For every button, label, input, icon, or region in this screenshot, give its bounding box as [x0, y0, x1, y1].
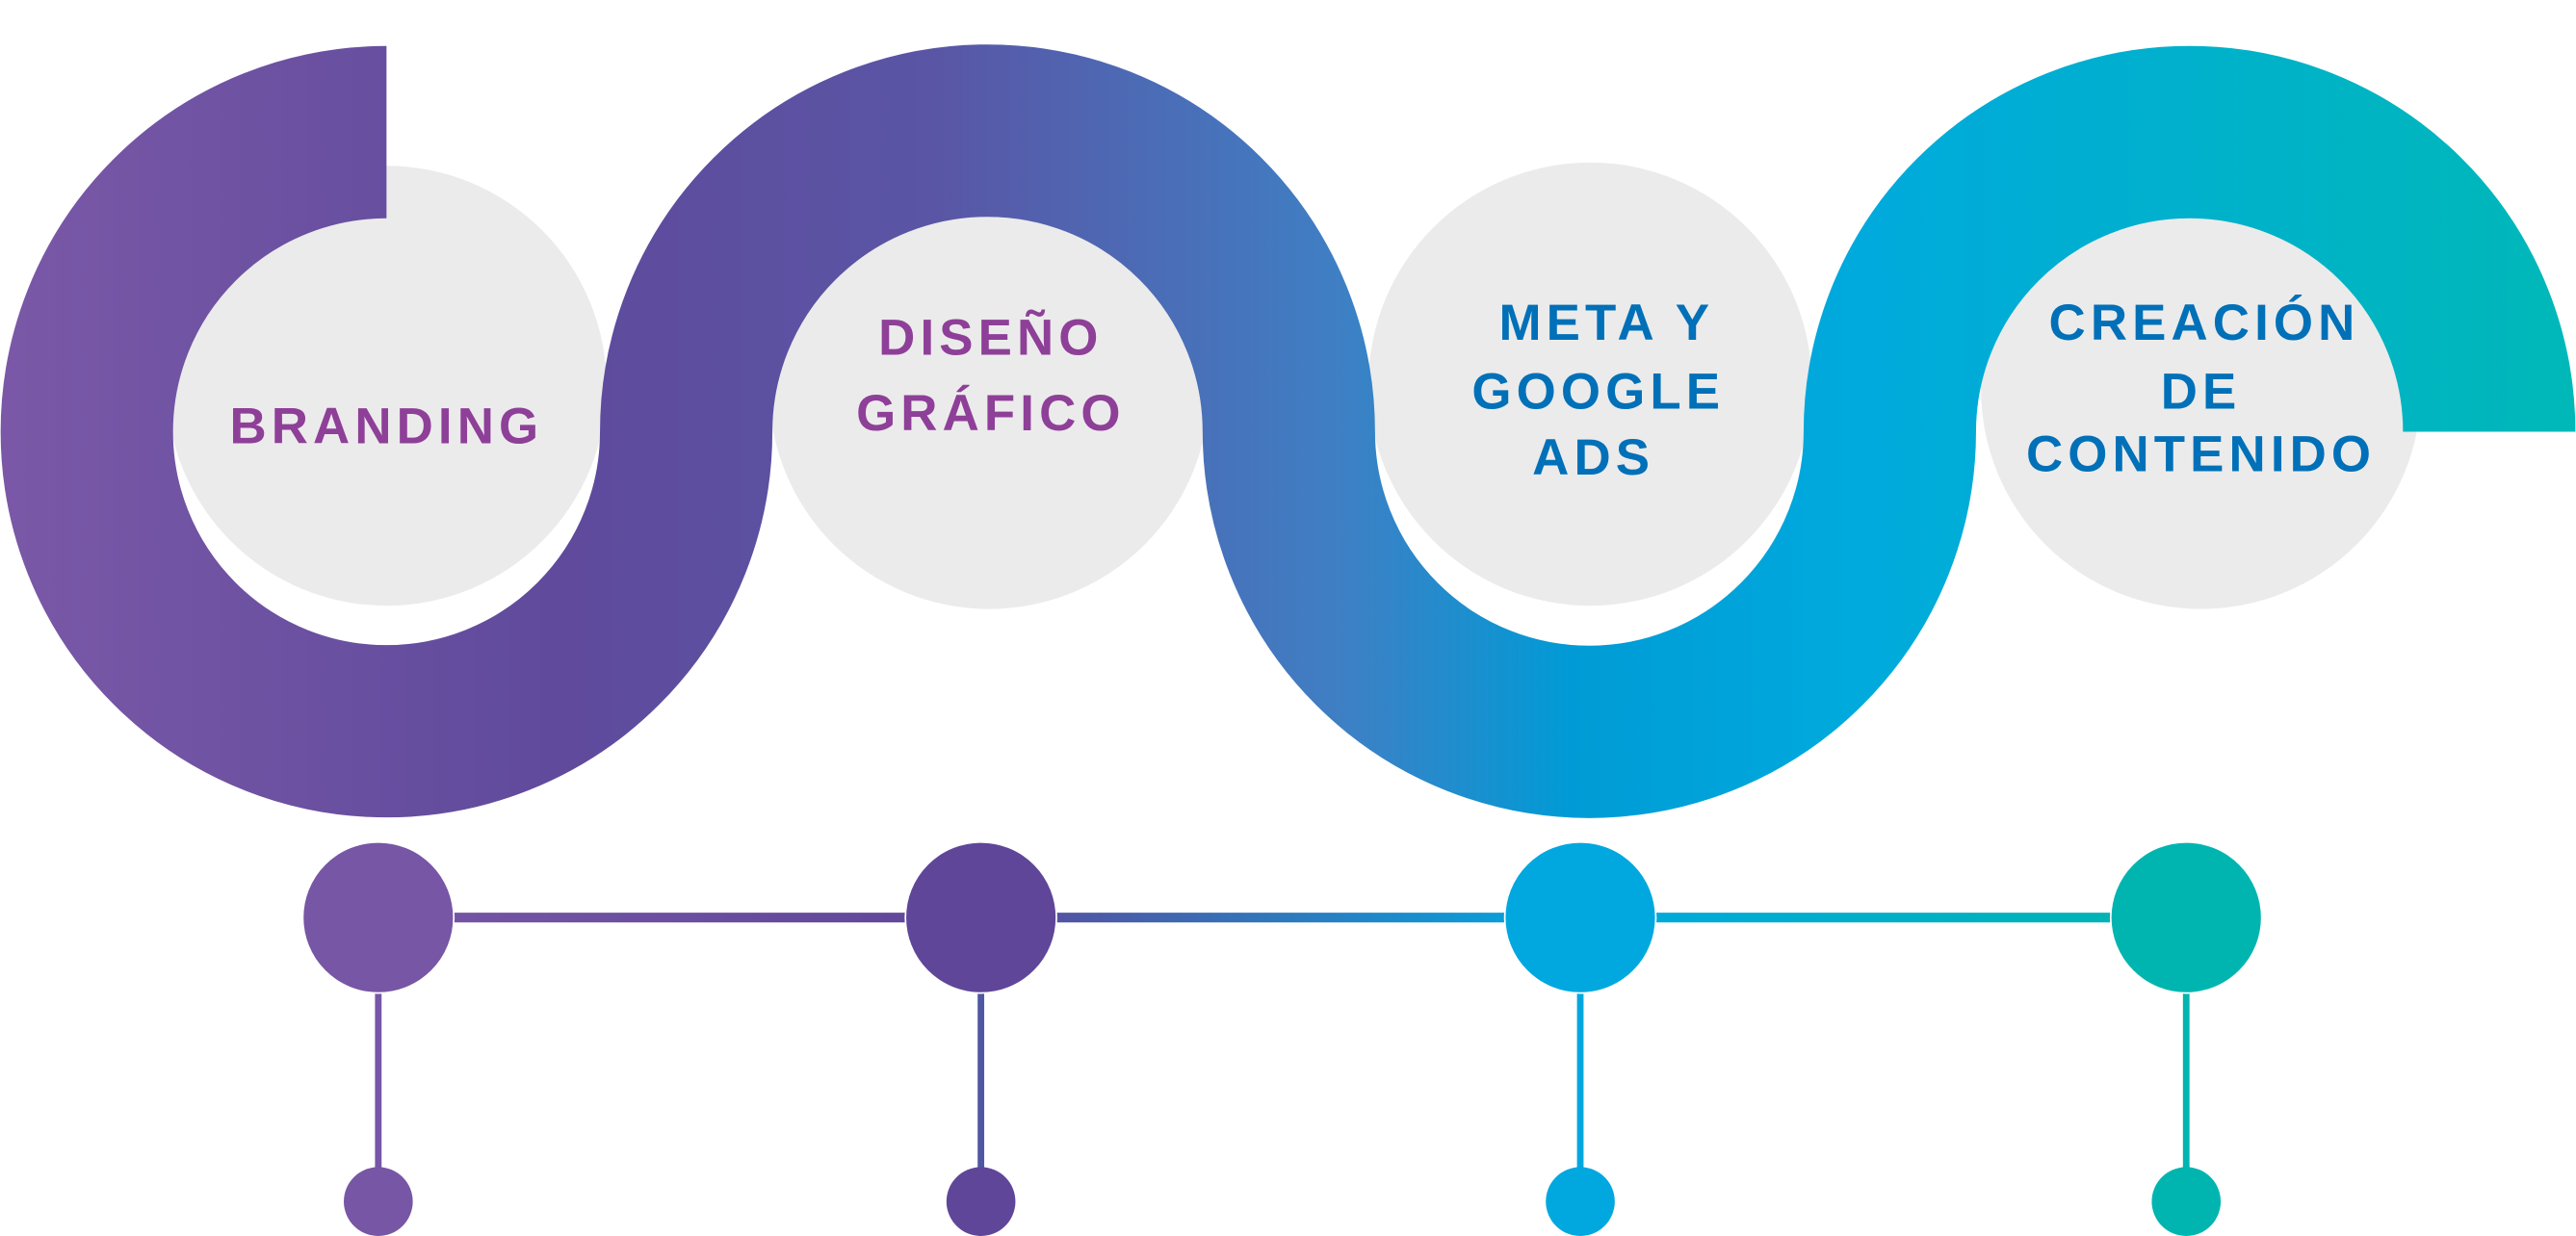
wave-band [0, 44, 2576, 818]
timeline [301, 840, 2263, 1236]
step-circle-creacion [1981, 168, 2422, 609]
timeline-node-4 [2109, 840, 2263, 994]
timeline-end-dot-2 [946, 1167, 1016, 1236]
label-creacion-line3: CONTENIDO [2026, 425, 2376, 482]
timeline-end-dot-1 [344, 1167, 413, 1236]
step-circle-meta-google [1368, 162, 1812, 606]
label-branding: BRANDING [229, 398, 543, 454]
label-diseno-line2: GRÁFICO [856, 384, 1126, 442]
timeline-node-1 [301, 840, 455, 994]
timeline-node-3 [1503, 840, 1657, 994]
label-creacion-line2: DE [2161, 364, 2242, 421]
step-circle-branding [166, 166, 607, 606]
timeline-end-dot-4 [2151, 1167, 2222, 1236]
step-circles [166, 162, 2422, 609]
label-creacion-line1: CREACIÓN [2049, 294, 2360, 351]
label-meta-line2: GOOGLE [1471, 364, 1725, 421]
timeline-node-2 [904, 840, 1057, 994]
label-meta-line1: META Y [1499, 295, 1715, 351]
label-diseno-line1: DISEÑO [878, 308, 1103, 366]
label-meta-line3: ADS [1532, 429, 1654, 486]
step-circle-diseno [768, 168, 1210, 609]
timeline-end-dot-3 [1546, 1167, 1615, 1236]
